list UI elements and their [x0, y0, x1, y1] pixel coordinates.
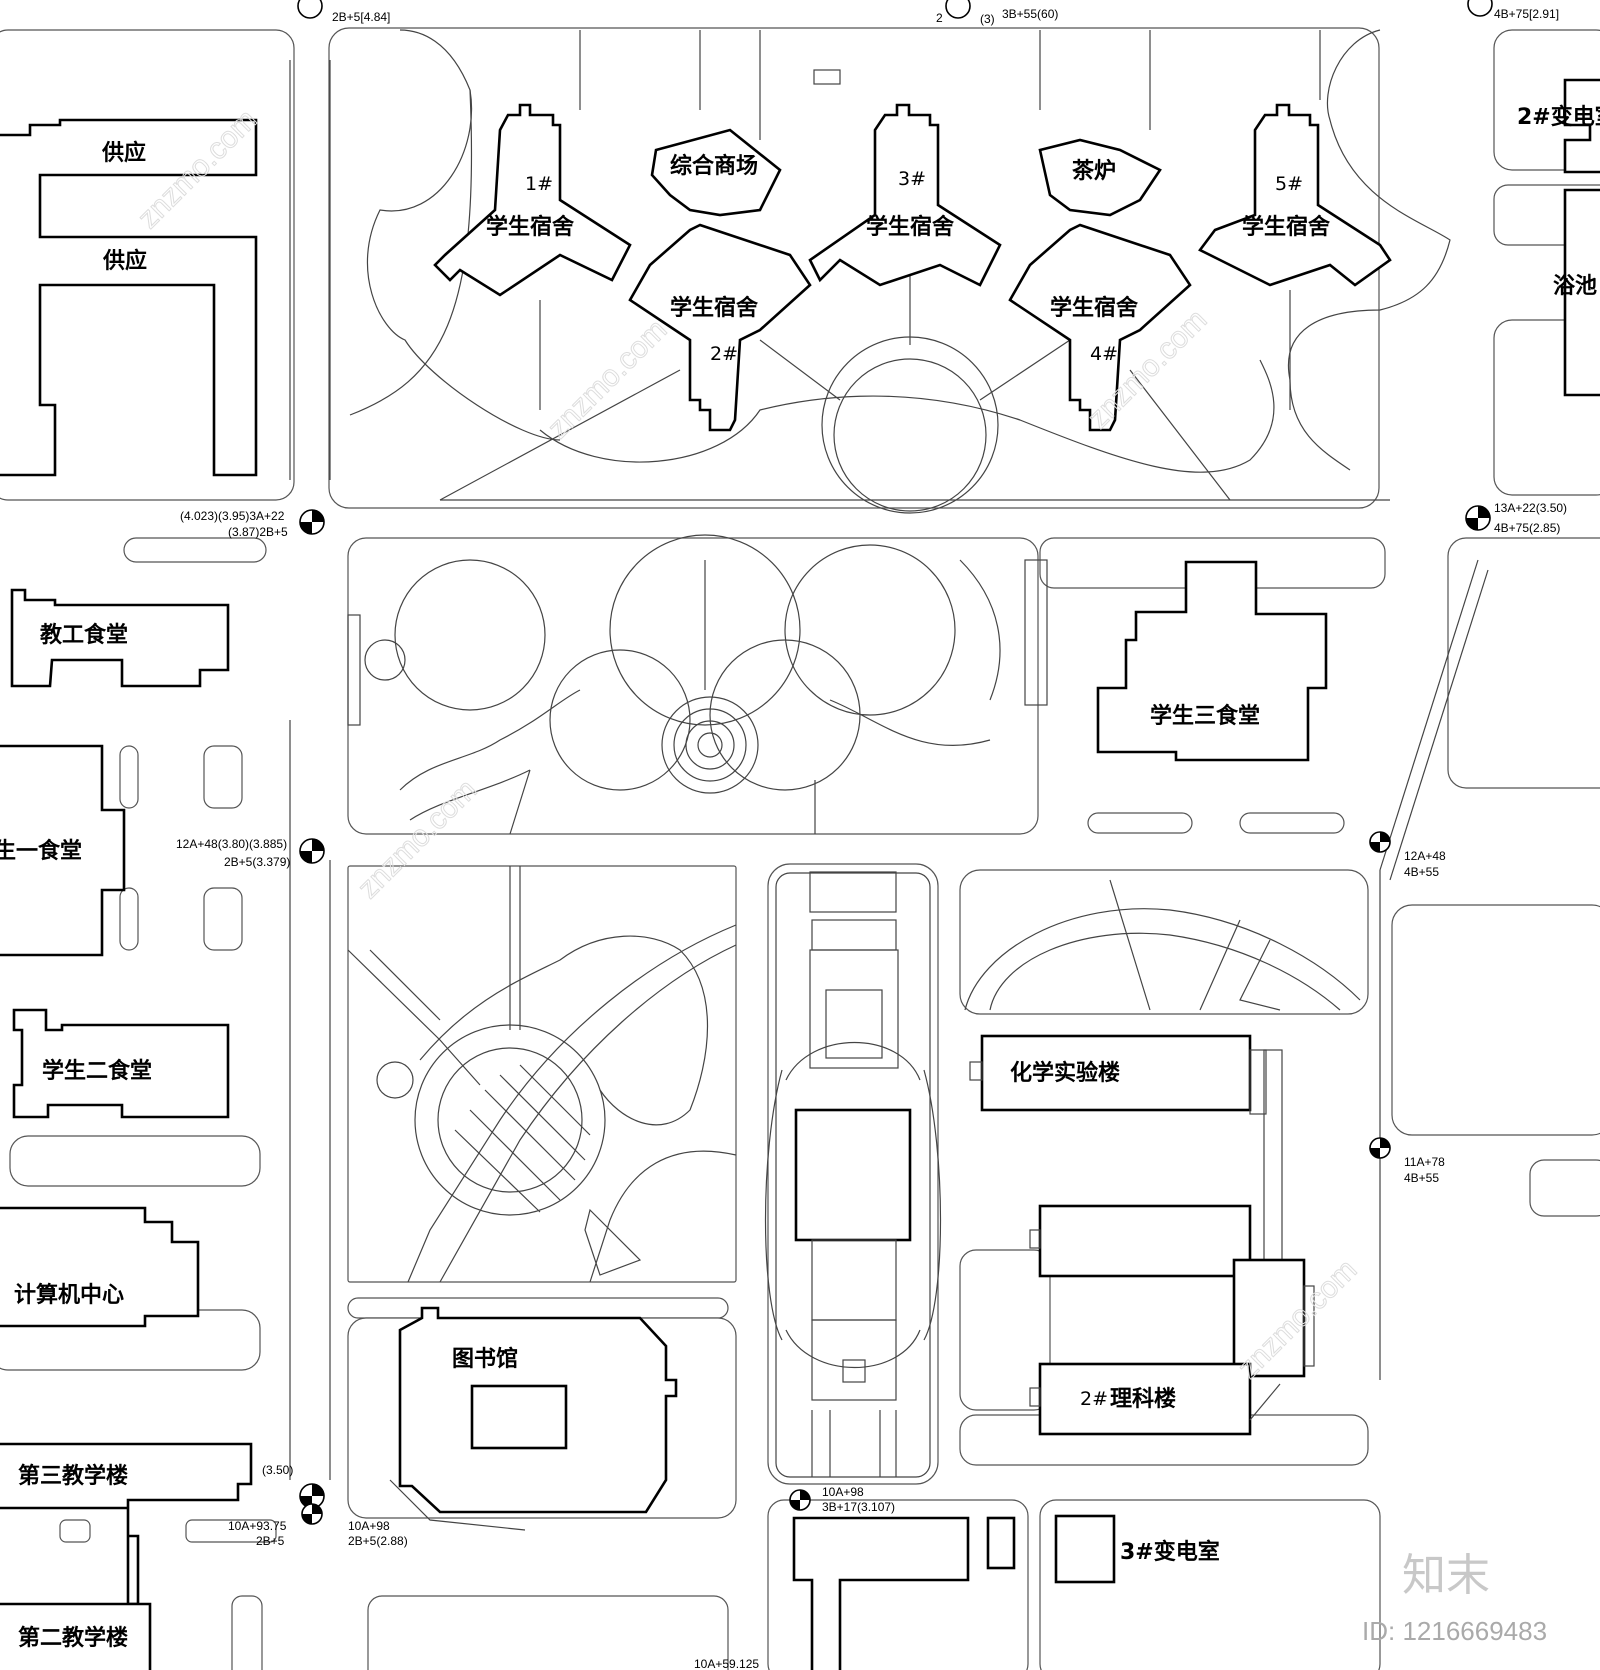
dorm-3-label: 学生宿舍	[866, 214, 955, 240]
lake-garden	[347, 866, 737, 1283]
supply-building	[0, 118, 258, 477]
dorm-1	[433, 103, 632, 297]
tea-boiler-label: 茶炉	[1072, 159, 1116, 184]
teaching-2	[0, 1602, 152, 1670]
lab-connector	[1232, 1258, 1306, 1378]
library-label: 图书馆	[452, 1346, 518, 1372]
science-buildings: 化学实验楼 2# 理科楼	[969, 1034, 1315, 1436]
survey-p1a: 2B+5[4.84]	[332, 10, 390, 24]
watermark-id: ID: 1216669483	[1362, 1616, 1547, 1646]
substation-3	[1054, 1514, 1116, 1584]
survey-p8b: 4B+55	[1404, 1171, 1439, 1185]
dorm-2	[628, 223, 812, 432]
survey-p8a: 11A+78	[1404, 1155, 1445, 1169]
dorm-5	[1198, 103, 1392, 287]
south-buildings: 3#变电室	[792, 1514, 1220, 1670]
dorm-3-number: 3#	[898, 168, 926, 190]
survey-p7b: 4B+55	[1404, 865, 1439, 879]
dorm-2-number: 2#	[710, 343, 738, 365]
dorm-5-label: 学生宿舍	[1242, 214, 1331, 240]
survey-p10b: 3B+17(3.107)	[822, 1500, 895, 1514]
teaching-3-label: 第三教学楼	[18, 1463, 128, 1489]
survey-p7a: 12A+48	[1404, 849, 1446, 863]
survey-points: 2B+5[4.84] 2 (3) 3B+55(60) 4B+75[2.91] (…	[176, 0, 1567, 1670]
survey-p5a: 13A+22(3.50)	[1494, 501, 1567, 515]
science-building-label: 理科楼	[1110, 1387, 1176, 1412]
survey-p9d: 10A+98	[348, 1519, 390, 1533]
canteen-1-label: 生一食堂	[0, 838, 82, 864]
canteen-2	[12, 1008, 230, 1119]
dormitories	[433, 103, 1392, 432]
substation-2-label: 2#变电室	[1517, 104, 1600, 130]
east-north-buildings: 2#变电室 浴池	[1517, 78, 1600, 397]
watermark-logo: 知末	[1402, 1550, 1490, 1601]
substation-2	[1563, 78, 1600, 174]
tea-boiler	[1038, 138, 1162, 217]
mall-label: 综合商场	[670, 153, 758, 179]
west-buildings: 供应 供应 教工食堂 生一食堂 学生二食堂 计算机中心 第三教学楼 第二教学楼	[0, 118, 258, 1670]
central-garden	[347, 534, 1048, 835]
survey-p6a: 12A+48(3.80)(3.885)	[176, 837, 287, 851]
computer-center-label: 计算机中心	[14, 1282, 124, 1308]
dorm-3	[808, 103, 1002, 287]
science-number: 2#	[1080, 1388, 1108, 1410]
canteen-3	[1096, 560, 1328, 762]
survey-p4b: (3.87)2B+5	[228, 525, 288, 539]
supply-1-label: 供应	[101, 140, 146, 166]
dorm-4-label: 学生宿舍	[1050, 295, 1139, 321]
survey-p11a: 10A+59.125	[694, 1657, 759, 1670]
survey-p2a: 3B+55(60)	[1002, 7, 1058, 21]
south-building	[792, 1516, 970, 1670]
axis-pavilion	[794, 1108, 912, 1242]
dorm-labels: 学生宿舍 学生宿舍 学生宿舍 学生宿舍 学生宿舍 综合商场 茶炉 1# 2# 3…	[486, 153, 1331, 365]
survey-p9b: 10A+93.75	[228, 1519, 287, 1533]
dorm-1-number: 1#	[525, 173, 553, 195]
teaching-2-label: 第二教学楼	[18, 1625, 128, 1651]
dorm-4-number: 4#	[1090, 343, 1118, 365]
dorm-2-label: 学生宿舍	[670, 295, 759, 321]
canteen-2-label: 学生二食堂	[42, 1058, 152, 1084]
dorm-park-paths	[349, 29, 1451, 514]
survey-p3a: 4B+75[2.91]	[1494, 7, 1559, 21]
south-small-building	[986, 1516, 1016, 1570]
computer-center	[0, 1206, 200, 1328]
supply-2-label: 供应	[102, 248, 147, 274]
lab-block	[1038, 1204, 1252, 1278]
survey-p10a: 10A+98	[822, 1485, 864, 1499]
central-axis	[764, 871, 942, 1478]
survey-p6b: 2B+5(3.379)	[224, 855, 290, 869]
survey-p9e: 2B+5(2.88)	[348, 1534, 408, 1548]
teaching-3	[0, 1442, 253, 1606]
tree-dots	[289, 60, 706, 1480]
dorm-4	[1008, 223, 1192, 432]
ne-garden	[964, 879, 1361, 1011]
bath-label: 浴池	[1553, 274, 1597, 299]
survey-p2c: 2	[936, 11, 943, 25]
substation-3-label: 3#变电室	[1120, 1539, 1220, 1565]
science-building	[1038, 1362, 1252, 1436]
staff-canteen	[10, 588, 230, 688]
canteen-3-label: 学生三食堂	[1150, 703, 1260, 729]
dorm-1-label: 学生宿舍	[486, 214, 575, 240]
mall	[650, 128, 782, 217]
survey-p9a: (3.50)	[262, 1463, 293, 1477]
staff-canteen-label: 教工食堂	[40, 622, 128, 648]
library-courtyard	[470, 1384, 568, 1450]
library-group: 图书馆	[389, 1306, 678, 1531]
canteen-3-group: 学生三食堂	[1096, 560, 1328, 762]
survey-p5b: 4B+75(2.85)	[1494, 521, 1560, 535]
canteen-1	[0, 744, 126, 957]
chem-lab-label: 化学实验楼	[1010, 1060, 1120, 1086]
dorm-5-number: 5#	[1275, 173, 1303, 195]
survey-p4a: (4.023)(3.95)3A+22	[180, 509, 285, 523]
bath-house	[1563, 188, 1600, 397]
survey-p2b: (3)	[980, 12, 995, 26]
survey-p9c: 2B+5	[256, 1534, 285, 1548]
